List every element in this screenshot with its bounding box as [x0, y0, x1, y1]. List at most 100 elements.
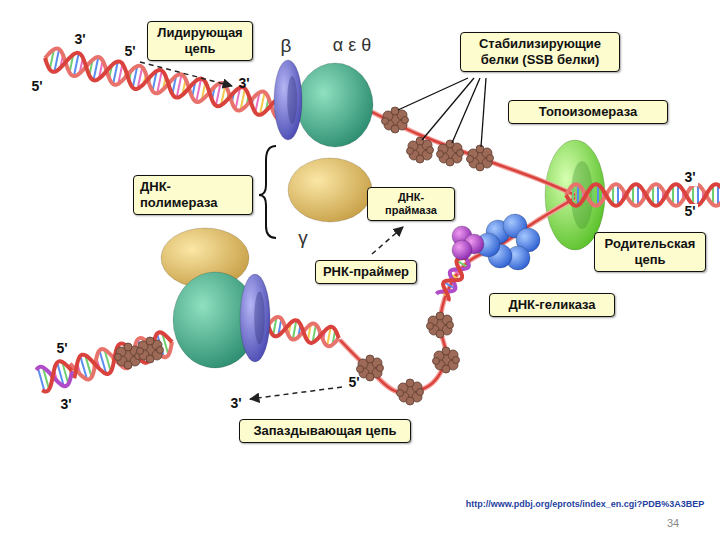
base-pair: [38, 368, 45, 392]
ssb-lobe: [382, 118, 389, 125]
dna-strand: [566, 184, 720, 206]
ssb-lobe: [137, 348, 144, 355]
lagging-direction-arrow: [250, 387, 342, 399]
ssb-lobe: [417, 389, 424, 396]
strand-end-label: 5': [124, 44, 135, 59]
ssb-lobe: [391, 125, 399, 133]
lagging-duplex: [268, 317, 339, 346]
dna-strand: [42, 361, 72, 391]
strand-end-label: 5': [31, 79, 42, 94]
ssb-lobe: [442, 347, 450, 355]
strand-end-label: 3': [60, 397, 71, 412]
dna-strand: [268, 317, 339, 346]
beta-clamp-hole: [254, 292, 265, 345]
ssb-lobe: [115, 354, 122, 361]
callout-text: РНК-праймер: [322, 264, 410, 280]
dna-strand: [268, 320, 339, 343]
ssb-lobe: [457, 150, 464, 157]
callout-text: Запаздывающая цепь: [246, 423, 404, 439]
strand-end-label: 3': [682, 170, 697, 185]
dna-strand: [45, 53, 286, 115]
dna-strand: [566, 184, 720, 206]
ssb-protein: [427, 312, 454, 338]
ssb-lobe: [377, 365, 384, 372]
ssb-lobe: [453, 357, 460, 364]
rna-primer-duplex: [436, 258, 468, 301]
beta-clamp: [240, 274, 270, 362]
ssb-lobe: [157, 347, 164, 354]
ssb-protein: [137, 337, 164, 363]
alpha-epsilon-theta-core: [297, 63, 373, 147]
ssb-lobe: [476, 145, 484, 153]
strand-end-label: 3': [238, 76, 249, 91]
ssb-lobe: [402, 117, 409, 124]
ssb-lobe: [427, 323, 434, 330]
ssb-lobe: [366, 355, 374, 363]
ssb-lobe: [406, 397, 414, 405]
ssb-protein: [437, 140, 464, 166]
callout-box: Лидирующая цепь: [147, 21, 253, 60]
ssb-protein: [407, 137, 434, 163]
okazaki-primer: [36, 361, 72, 391]
ssb-lobe: [357, 366, 364, 373]
ssb-lobe: [124, 343, 132, 351]
source-url: http://www.pdbj.org/eprots/index_en.cgi?…: [466, 500, 705, 510]
strand-end-label: 5': [56, 341, 67, 356]
callout-box: Запаздывающая цепь: [239, 419, 411, 443]
ssb-lobe: [146, 355, 154, 363]
callout-text: Лидирующая цепь: [154, 25, 246, 56]
callout-box: РНК-праймер: [315, 260, 417, 284]
ssb-lobe: [416, 155, 424, 163]
strand-end-label: 3': [74, 32, 85, 47]
leading-direction-arrow: [140, 62, 232, 86]
subunit-label: α ε θ: [333, 36, 371, 56]
ssb-lobe: [433, 358, 440, 365]
ssb-lobe: [366, 373, 374, 381]
ssb-lobe: [487, 155, 494, 162]
slide-number: 34: [667, 517, 679, 529]
callout-box: Родительская цепь: [594, 232, 706, 271]
gamma-subunit: [288, 158, 372, 222]
leader-line: [481, 78, 486, 147]
okazaki-duplex: [70, 332, 172, 379]
ssb-protein: [382, 107, 409, 133]
ssb-protein: [115, 343, 142, 369]
ssb-protein: [467, 145, 494, 171]
ssb-lobe: [124, 361, 132, 369]
ssb-protein: [357, 355, 384, 381]
ssb-lobe: [436, 312, 444, 320]
leader-line: [452, 78, 480, 143]
strand-end-label: 5': [348, 375, 359, 390]
ssb-protein: [433, 347, 460, 373]
ssb-lobe: [391, 107, 399, 115]
ssb-lobe: [437, 151, 444, 158]
strand-end-label: 3': [230, 396, 241, 411]
callout-text: ДНК-геликаза: [496, 297, 608, 313]
ssb-lobe: [442, 365, 450, 373]
callout-box: ДНК-праймаза: [367, 187, 455, 221]
ssb-lobe: [446, 158, 454, 166]
ssb-lobe: [146, 337, 154, 345]
leading-template-strand: [372, 112, 575, 195]
ssb-lobe: [447, 322, 454, 329]
leading-template-strand: [372, 112, 575, 195]
callout-box: Топоизомераза: [508, 100, 668, 124]
dna-strand: [443, 258, 466, 301]
ssb-lobe: [397, 390, 404, 397]
primase-subunit: [452, 240, 472, 260]
bracket: [259, 146, 276, 238]
ssb-lobe: [407, 148, 414, 155]
callout-text: ДНК-праймаза: [374, 191, 448, 217]
subunit-label: β: [281, 36, 292, 57]
ssb-lobe: [436, 330, 444, 338]
ssb-lobe: [406, 379, 414, 387]
ssb-lobe: [476, 163, 484, 171]
callout-box: ДНК-геликаза: [489, 293, 615, 317]
callout-text: Топоизомераза: [515, 104, 661, 120]
dna-strand: [74, 332, 172, 378]
callout-box: Стабилизирующие белки (SSB белки): [460, 32, 620, 71]
leader-line: [398, 78, 468, 110]
beta-clamp: [274, 60, 302, 140]
